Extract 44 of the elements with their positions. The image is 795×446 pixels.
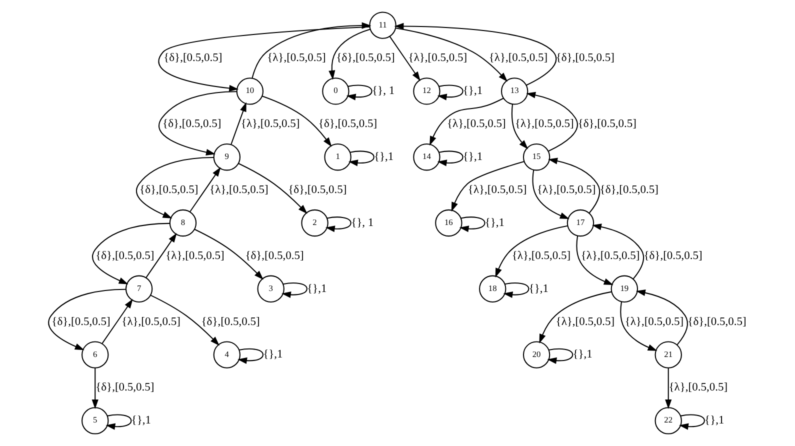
edge-label: {δ},[0.5,0.5] (600, 184, 658, 196)
edge-label: {}, 1 (351, 216, 374, 229)
edge-label: {}, 1 (372, 85, 395, 98)
edge-label: {λ},[0.5,0.5] (488, 52, 548, 64)
edge-label: {},1 (462, 151, 483, 164)
edge-label: {},1 (263, 348, 283, 361)
edge-label: {λ},[0.5,0.5] (122, 316, 180, 328)
edge-label: {δ},[0.5,0.5] (140, 184, 198, 196)
edge-label: {λ},[0.5,0.5] (408, 52, 468, 64)
edge-label: {λ},[0.5,0.5] (210, 184, 268, 196)
edge-label: {λ},[0.5,0.5] (580, 250, 640, 262)
edge-label: {δ},[0.5,0.5] (288, 184, 347, 196)
edge-label: {λ},[0.5,0.5] (556, 316, 615, 328)
edge-label: {δ},[0.5,0.5] (318, 118, 378, 130)
edge-label: {},1 (572, 348, 592, 361)
edge-label: {λ},[0.5,0.5] (267, 52, 326, 64)
edge-label: {δ},[0.5,0.5] (245, 250, 304, 262)
edge-label: {},1 (484, 216, 505, 229)
edge-label: {},1 (131, 414, 151, 427)
edge-label: {},1 (704, 414, 724, 427)
edge-label: {},1 (374, 151, 394, 164)
edge-label: {},1 (528, 282, 548, 295)
edge-label: {λ},[0.5,0.5] (447, 118, 506, 130)
edge-label: {λ},[0.5,0.5] (512, 250, 571, 262)
edge-label: {λ},[0.5,0.5] (668, 382, 728, 394)
edge-label: {δ},[0.5,0.5] (201, 316, 260, 328)
edge-label: {δ},[0.5,0.5] (578, 118, 636, 130)
edge-label: {δ},[0.5,0.5] (96, 382, 154, 394)
edge-label: {},1 (462, 85, 483, 98)
edge-label: {λ},[0.5,0.5] (624, 316, 684, 328)
edge-label: {λ},[0.5,0.5] (166, 250, 224, 262)
edge-label: {λ},[0.5,0.5] (468, 184, 527, 196)
edge-label: {λ},[0.5,0.5] (515, 118, 574, 130)
edge-label: {δ},[0.5,0.5] (52, 316, 110, 328)
edge-label: {δ},[0.5,0.5] (96, 250, 154, 262)
edge-label: {λ},[0.5,0.5] (240, 118, 300, 130)
edge-label: {δ},[0.5,0.5] (644, 250, 702, 262)
edge-label: {δ},[0.5,0.5] (164, 52, 222, 64)
edge-label: {λ},[0.5,0.5] (536, 184, 596, 196)
edge-label: {δ},[0.5,0.5] (556, 52, 615, 64)
edge-label: {},1 (307, 282, 327, 295)
edge-label: {δ},[0.5,0.5] (336, 52, 395, 64)
edge-label: {δ},[0.5,0.5] (162, 118, 222, 130)
edge-label: {δ},[0.5,0.5] (688, 316, 746, 328)
